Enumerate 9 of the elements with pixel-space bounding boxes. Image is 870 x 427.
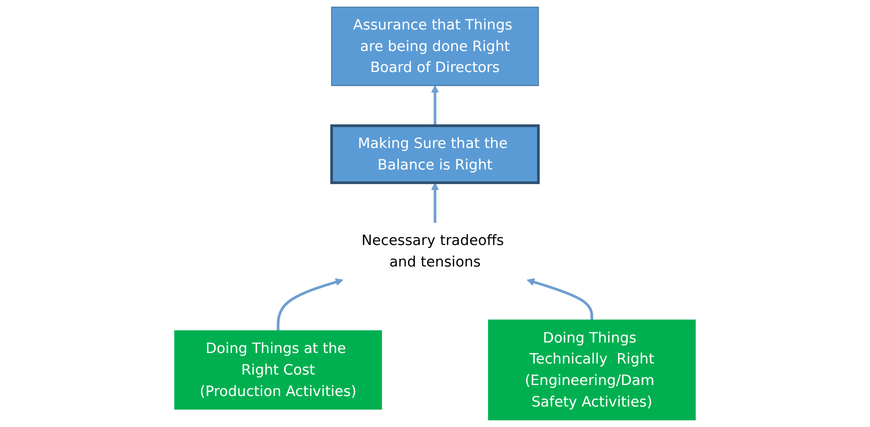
node-box: Doing Things at the Right Cost (Production Activities) [174, 330, 382, 410]
node-box: Doing Things Technically Right (Engineering/Dam Safety Activities) [488, 320, 696, 420]
arrow [526, 278, 594, 320]
arrow [431, 182, 439, 223]
arrow [276, 278, 344, 331]
node-text: Necessary tradeoffs and tensions [361, 232, 504, 270]
arrow [431, 85, 439, 126]
node-box: Assurance that Things are being done Right Board of Directors [331, 6, 539, 86]
node-box: Making Sure that the Balance is Right [330, 124, 540, 184]
